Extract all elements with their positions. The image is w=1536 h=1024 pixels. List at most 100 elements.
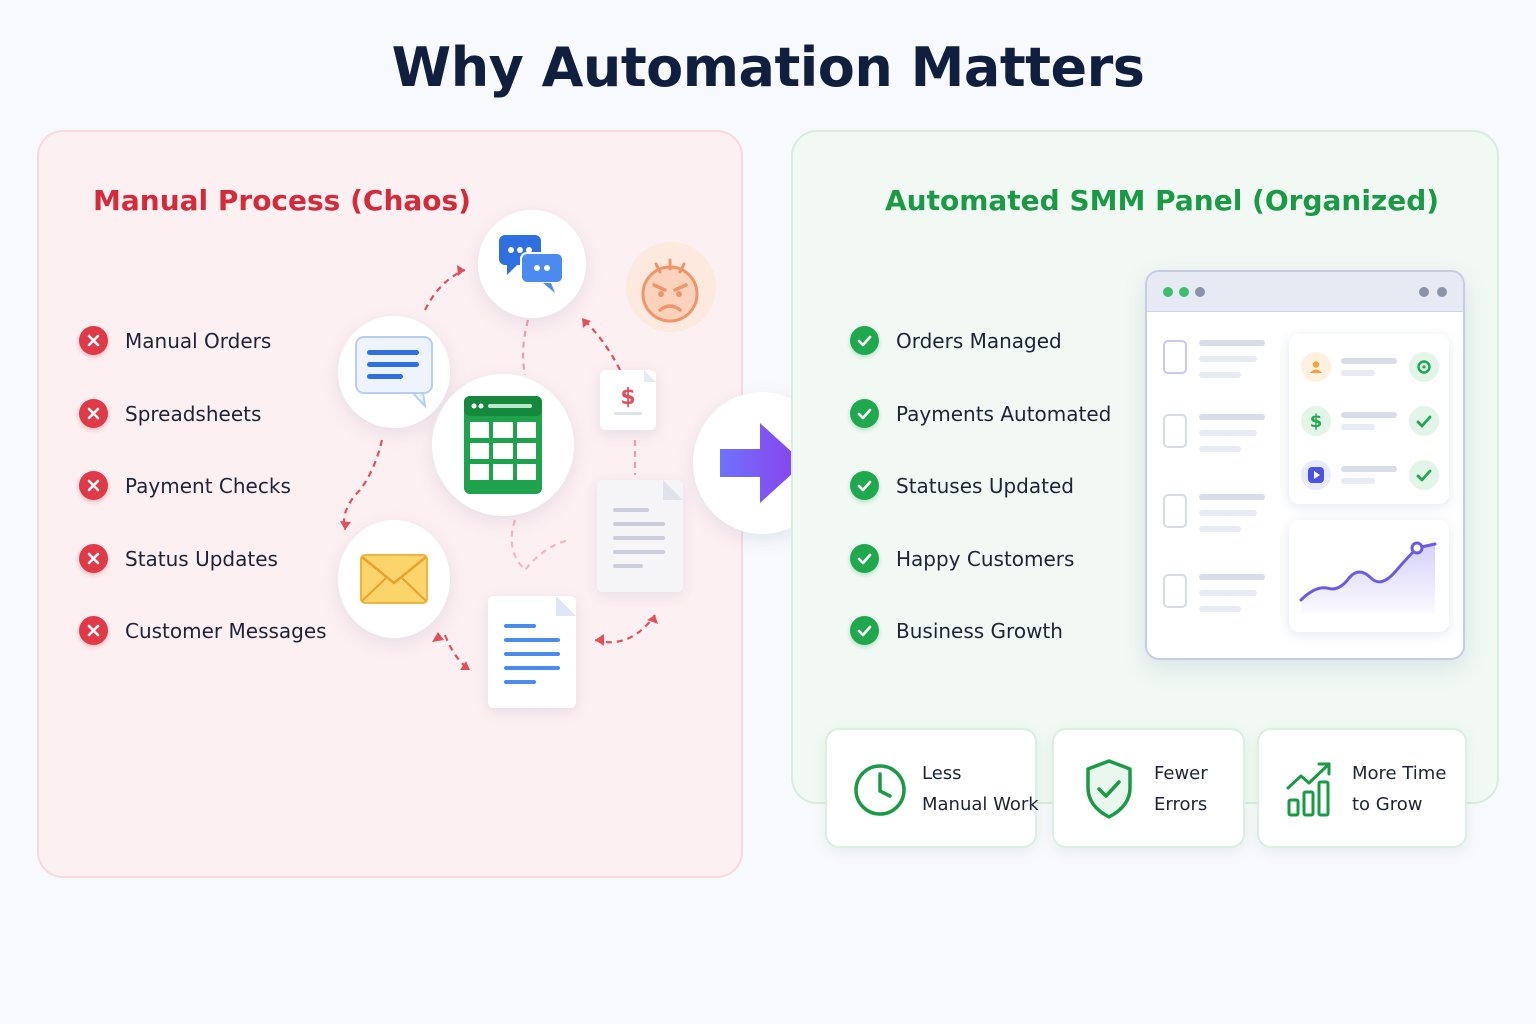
spreadsheet-icon [464,396,542,494]
manual-process-heading: Manual Process (Chaos) [93,184,471,217]
automated-panel-heading: Automated SMM Panel (Organized) [885,184,1440,217]
list-item-label: Spreadsheets [125,401,262,426]
list-item-label: Statuses Updated [896,473,1074,498]
list-item-label: Business Growth [896,618,1063,643]
arrow-right-icon [720,423,804,503]
invoice-icon: $ [614,370,656,415]
dashed-arrow [424,268,466,311]
list-item: Spreadsheets [79,399,261,428]
shield-check-icon [1086,759,1132,819]
benefit-line: Manual Work [922,794,1039,815]
play-icon [1301,460,1331,490]
status-card: $ [1289,334,1449,504]
document-faded [597,480,683,592]
list-item-label: Happy Customers [896,546,1075,571]
list-item: Happy Customers [850,544,1074,573]
list-item: Payments Automated [850,399,1111,428]
check-icon [850,616,879,645]
chat-icon [499,235,564,293]
line-chart-icon [1299,541,1437,614]
arrowhead-icon [595,634,604,646]
benefit-card-fewer-errors: Fewer Errors [1052,728,1245,848]
placeholder-line [1199,510,1257,516]
check-icon [850,471,879,500]
row-icon [1163,340,1187,374]
dollar-icon: $ [1301,406,1331,436]
list-item-label: Customer Messages [125,618,327,643]
row-icon [1163,494,1187,528]
growth-chart-card [1289,520,1449,632]
document-icon [504,596,576,684]
x-icon [79,471,108,500]
placeholder-line [1199,414,1265,420]
benefit-text: More Time to Grow [1352,758,1446,820]
check-icon [850,399,879,428]
check-icon [850,326,879,355]
list-item: Customer Messages [79,616,327,645]
window-titlebar [1147,272,1463,312]
check-icon [850,544,879,573]
x-icon [79,544,108,573]
list-item-label: Orders Managed [896,328,1062,353]
x-icon [79,616,108,645]
document-icon [613,480,683,568]
benefit-card-more-time: More Time to Grow [1257,728,1467,848]
benefit-line: Errors [1154,794,1208,815]
placeholder-line [1199,372,1241,378]
list-item-label: Payments Automated [896,401,1112,426]
list-item: Payment Checks [79,471,291,500]
placeholder-line [1199,340,1265,346]
spreadsheet-bubble [432,374,574,516]
list-item-label: Manual Orders [125,328,272,353]
angry-face-icon [641,258,699,323]
list-item: Orders Managed [850,326,1062,355]
benefit-text: Fewer Errors [1154,758,1208,820]
chat-bubble [478,210,586,318]
arrowhead-icon [457,265,465,276]
arrowhead-icon [647,615,658,624]
user-icon [1301,352,1331,382]
arrowhead-icon [432,632,444,642]
dashed-arrow [594,614,656,644]
window-dot [1179,287,1189,297]
check-icon [1409,460,1439,490]
window-dot [1419,287,1429,297]
x-icon [79,399,108,428]
dashed-arrow [581,317,621,371]
list-item: Manual Orders [79,326,271,355]
placeholder-line [1199,590,1257,596]
arrowhead-icon [582,318,591,328]
list-item: Statuses Updated [850,471,1074,500]
placeholder-line [1341,370,1375,376]
placeholder-line [1199,526,1241,532]
placeholder-line [1199,356,1257,362]
benefit-text: Less Manual Work [922,758,1039,820]
placeholder-line [1341,358,1397,364]
growth-chart-icon [1286,762,1331,817]
envelope-bubble [338,520,450,638]
page-title: Why Automation Matters [391,36,1145,99]
dashboard-mockup: $ [1145,270,1465,660]
x-icon [79,326,108,355]
check-icon [1409,406,1439,436]
row-icon [1163,414,1187,448]
benefit-line: More Time [1352,763,1447,784]
placeholder-line [1199,574,1265,580]
window-dot [1163,287,1173,297]
message-icon [355,336,433,410]
placeholder-line [1341,412,1397,418]
list-item-label: Payment Checks [125,473,291,498]
arrowhead-icon [460,661,470,670]
placeholder-line [1199,494,1265,500]
row-icon [1163,574,1187,608]
list-item: Business Growth [850,616,1063,645]
window-dot [1195,287,1205,297]
placeholder-line [1341,478,1375,484]
clock-icon [854,764,906,816]
envelope-icon [360,554,428,604]
invoice-document: $ [600,370,656,430]
benefit-line: Fewer [1154,763,1208,784]
dashed-arrow [342,439,384,531]
benefit-card-less-work: Less Manual Work [825,728,1039,848]
benefit-line: Less [922,763,962,784]
